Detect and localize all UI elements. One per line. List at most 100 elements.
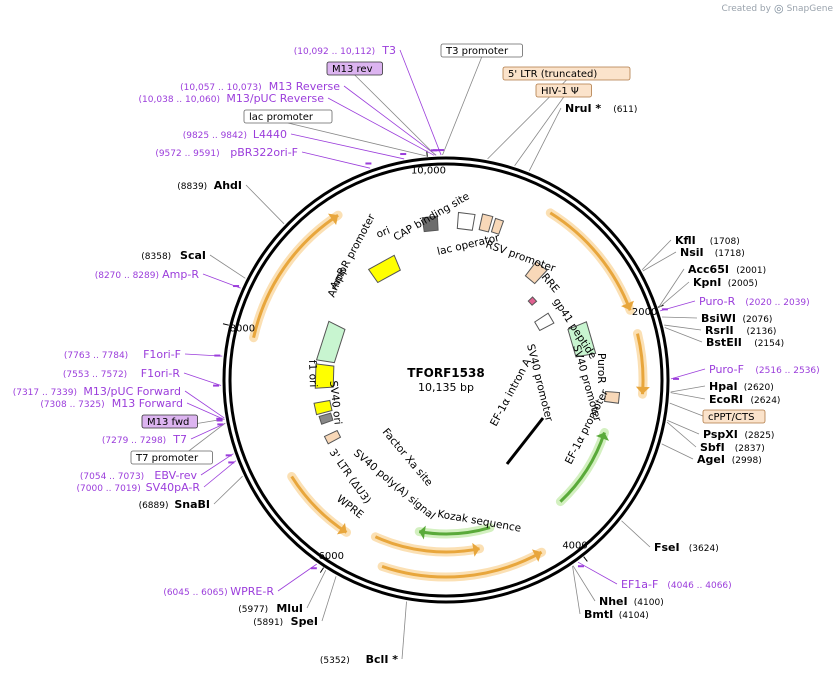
f1ori-block xyxy=(314,363,335,389)
tick-mark xyxy=(222,323,229,326)
label-layer: NruI * (611) KflI(1708)NsiI(1718) Acc65I (20… xyxy=(13,43,820,666)
svg-text:MluI: MluI xyxy=(276,602,303,615)
primer-label: SV40pA-R(7000 .. 7019) xyxy=(77,461,235,494)
svg-text:KpnI: KpnI xyxy=(693,276,721,289)
leader-line xyxy=(641,239,672,271)
svg-text:(7279 .. 7298): (7279 .. 7298) xyxy=(102,436,166,446)
primer-label: F1ori-R (7553 .. 7572) xyxy=(63,367,220,387)
svg-text:M13 Reverse: M13 Reverse xyxy=(269,80,340,93)
svg-text:(9825 .. 9842): (9825 .. 9842) xyxy=(183,131,247,141)
svg-text:SpeI: SpeI xyxy=(291,615,318,628)
enzyme-label: SpeI(5891) xyxy=(253,615,318,628)
enzyme-label: SnaBI(6889) xyxy=(139,498,210,511)
leader-line xyxy=(661,316,698,319)
svg-text:M13 fwd: M13 fwd xyxy=(147,417,189,428)
backbone-outer-ring xyxy=(222,156,670,604)
primer-label: T7(7279 .. 7298) xyxy=(102,423,224,446)
svg-text:SnaBI: SnaBI xyxy=(174,498,210,511)
ltr-block xyxy=(478,213,494,233)
leader-line xyxy=(661,443,694,460)
boxed-label: T3 promoter xyxy=(440,43,523,58)
enzyme-label: KflI(1708) xyxy=(675,234,740,247)
svg-text:5' LTR (truncated): 5' LTR (truncated) xyxy=(508,69,597,80)
tick-label: 8000 xyxy=(230,324,255,335)
tick-label: 10,000 xyxy=(411,166,446,177)
leader-line xyxy=(667,420,700,435)
lac-stripe-block xyxy=(421,215,439,233)
plasmid-name: TFORF1538 xyxy=(407,366,484,380)
tick-mark xyxy=(583,556,588,562)
inner-feature-label: f1 ori xyxy=(306,360,319,388)
svg-text:F1ori-F: F1ori-F xyxy=(143,348,181,361)
feature-arc-wpre-2 xyxy=(370,532,485,557)
leader-line xyxy=(621,520,651,548)
svg-text:RsrII: RsrII xyxy=(705,324,734,337)
sv40ori-block xyxy=(318,412,334,425)
svg-text:(2076): (2076) xyxy=(743,315,773,325)
tick-label: 2000 xyxy=(632,307,657,318)
svg-text:lac promoter: lac promoter xyxy=(249,112,314,123)
svg-text:(2516 .. 2536): (2516 .. 2536) xyxy=(755,366,819,376)
svg-text:F1ori-R: F1ori-R xyxy=(141,367,181,380)
svg-text:(8839): (8839) xyxy=(177,182,207,192)
boxed-label: 5' LTR (truncated) xyxy=(502,66,631,81)
svg-text:BclI *: BclI * xyxy=(366,653,399,666)
primer-label: Amp-R(8270 .. 8289) xyxy=(95,268,240,288)
inner-feature-label: SV40 promoter xyxy=(524,343,555,423)
svg-text:PspXI: PspXI xyxy=(703,428,738,441)
enzyme-label: NsiI(1718) xyxy=(680,246,745,259)
svg-text:(7553 .. 7572): (7553 .. 7572) xyxy=(63,370,127,380)
tick-label: 6000 xyxy=(319,551,344,562)
leader-line xyxy=(572,565,596,602)
svg-text:WPRE-R: WPRE-R xyxy=(230,585,274,598)
svg-text:(9572 .. 9591): (9572 .. 9591) xyxy=(155,149,219,159)
leader-line xyxy=(642,251,677,272)
svg-text:(2136): (2136) xyxy=(747,327,777,337)
svg-text:(8270 .. 8289): (8270 .. 8289) xyxy=(95,271,159,281)
svg-text:NruI *: NruI * xyxy=(565,102,601,115)
enzyme-label: BsiWI(2076) xyxy=(701,312,772,325)
inner-feature-label: RRE xyxy=(539,271,562,295)
svg-text:BstEII: BstEII xyxy=(706,336,742,349)
svg-text:(10,092 .. 10,112): (10,092 .. 10,112) xyxy=(294,47,375,57)
primer-label: WPRE-R(6045 .. 6065) xyxy=(163,567,317,598)
ltr3-block xyxy=(323,429,342,445)
leader-line xyxy=(213,475,243,505)
leader-line xyxy=(184,390,225,419)
boxed-label: T7 promoter xyxy=(130,450,213,465)
primer-label: M13/pUC Reverse(10,038 .. 10,060) xyxy=(139,92,437,152)
enzyme-label: SbfI(2837) xyxy=(700,441,765,454)
snapgene-logo-icon: ◎ xyxy=(773,2,784,15)
svg-text:EBV-rev: EBV-rev xyxy=(154,469,197,482)
svg-text:(2020 .. 2039): (2020 .. 2039) xyxy=(745,298,809,308)
leader-line xyxy=(343,85,437,156)
feature-arc-2 xyxy=(633,329,650,399)
sv40-promoter-block xyxy=(534,312,555,332)
svg-text:Puro-F: Puro-F xyxy=(709,363,744,376)
leader-line xyxy=(670,385,706,393)
svg-text:HIV-1 Ψ: HIV-1 Ψ xyxy=(541,86,579,97)
svg-text:(1718): (1718) xyxy=(715,249,745,259)
svg-text:HpaI: HpaI xyxy=(709,380,738,393)
svg-text:T7 promoter: T7 promoter xyxy=(135,453,199,464)
svg-text:(611): (611) xyxy=(613,105,637,115)
primer-label: Puro-F (2516 .. 2536) xyxy=(672,363,820,380)
svg-text:M13 rev: M13 rev xyxy=(332,64,373,75)
leader-line xyxy=(669,402,704,417)
leader-line xyxy=(664,327,703,343)
svg-text:EF1a-F: EF1a-F xyxy=(621,578,658,591)
svg-text:SV40pA-R: SV40pA-R xyxy=(146,481,201,494)
svg-text:Acc65I: Acc65I xyxy=(688,263,729,276)
inner-feature-label: SV40 ori xyxy=(327,380,344,425)
leader-line xyxy=(306,569,327,609)
ori-block xyxy=(367,254,401,284)
svg-text:Amp-R: Amp-R xyxy=(162,268,199,281)
leader-line xyxy=(658,281,690,308)
svg-text:BmtI: BmtI xyxy=(584,608,613,621)
feature-arc-1 xyxy=(545,208,635,315)
svg-text:(5977): (5977) xyxy=(238,605,268,615)
inner-feature-label: RSV promoter xyxy=(484,239,558,276)
leader-line xyxy=(670,368,706,380)
svg-text:FseI: FseI xyxy=(654,541,680,554)
enzyme-label: FseI(3624) xyxy=(654,541,719,554)
